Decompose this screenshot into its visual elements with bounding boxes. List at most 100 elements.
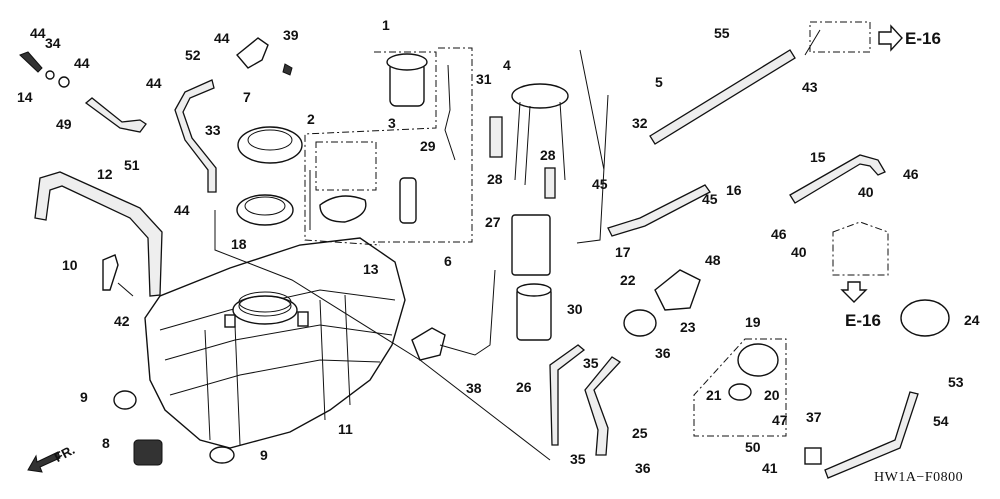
part-label[interactable]: 31 [476, 71, 492, 87]
vent-hose[interactable] [84, 97, 147, 133]
part-label[interactable]: 47 [772, 412, 788, 428]
part-label[interactable]: 51 [124, 157, 140, 173]
part-label[interactable]: 18 [231, 236, 247, 252]
pump-flange[interactable] [511, 83, 569, 109]
part-label[interactable]: 28 [487, 171, 503, 187]
fuel-return-line[interactable] [607, 184, 711, 237]
part-label[interactable]: 48 [705, 252, 721, 268]
part-label[interactable]: 11 [338, 421, 353, 437]
part-label[interactable]: 30 [567, 301, 583, 317]
breather-hose[interactable] [174, 79, 217, 193]
part-label[interactable]: 13 [363, 261, 379, 277]
part-label[interactable]: 21 [706, 387, 722, 403]
fuel-feed-line[interactable] [649, 49, 796, 145]
grommet[interactable] [133, 439, 163, 466]
part-label[interactable]: 46 [903, 166, 919, 182]
lock-ring[interactable] [237, 126, 303, 164]
part-label[interactable]: 17 [615, 244, 631, 260]
nut[interactable] [58, 76, 70, 88]
reference-link-e16[interactable]: E-16 [845, 311, 881, 330]
fuel-hose[interactable] [789, 154, 886, 204]
part-label[interactable]: 36 [635, 460, 651, 476]
part-label[interactable]: 6 [444, 253, 452, 269]
part-label[interactable]: 25 [632, 425, 648, 441]
fuel-filter[interactable] [319, 195, 367, 223]
cap-seal[interactable] [728, 383, 752, 401]
part-label[interactable]: 46 [771, 226, 787, 242]
part-label[interactable]: 53 [948, 374, 964, 390]
filler-hose[interactable] [584, 356, 622, 456]
part-label[interactable]: 16 [726, 182, 742, 198]
part-label[interactable]: 44 [146, 75, 162, 91]
part-label[interactable]: 15 [810, 149, 826, 165]
bracket[interactable] [102, 254, 119, 291]
bolt[interactable] [282, 63, 293, 76]
clip-holder[interactable] [804, 447, 822, 465]
drain-tube[interactable] [824, 391, 919, 479]
part-label[interactable]: 14 [17, 89, 33, 105]
part-label[interactable]: 34 [45, 35, 61, 51]
part-label[interactable]: 52 [185, 47, 201, 63]
filler-mouth[interactable] [900, 299, 950, 337]
part-label[interactable]: 7 [243, 89, 251, 105]
part-label[interactable]: 49 [56, 116, 72, 132]
part-label[interactable]: 44 [30, 25, 46, 41]
part-label[interactable]: 1 [382, 17, 390, 33]
part-label[interactable]: 36 [655, 345, 671, 361]
fuel-level-float[interactable] [411, 327, 446, 361]
part-label[interactable]: 8 [102, 435, 110, 451]
fuel-tank[interactable] [144, 237, 406, 449]
part-label[interactable]: 12 [97, 166, 113, 182]
filler-neck-joint[interactable] [654, 269, 701, 311]
tank-band[interactable] [34, 171, 163, 297]
part-label[interactable]: 37 [806, 409, 822, 425]
part-label[interactable]: 43 [802, 79, 818, 95]
plug-lower[interactable] [209, 446, 235, 464]
part-label[interactable]: 41 [762, 460, 778, 476]
part-label[interactable]: 44 [174, 202, 190, 218]
drain-bolt[interactable] [19, 51, 43, 73]
part-label[interactable]: 29 [420, 138, 436, 154]
part-label[interactable]: 40 [858, 184, 874, 200]
part-label[interactable]: 39 [283, 27, 299, 43]
part-label[interactable]: 55 [714, 25, 730, 41]
part-label[interactable]: 5 [655, 74, 663, 90]
tank-seal[interactable] [236, 194, 294, 226]
part-label[interactable]: 44 [74, 55, 90, 71]
part-label[interactable]: 23 [680, 319, 696, 335]
part-label[interactable]: 4 [503, 57, 511, 73]
part-label[interactable]: 26 [516, 379, 532, 395]
part-label[interactable]: 28 [540, 147, 556, 163]
filler-gasket[interactable] [623, 309, 657, 337]
filler-cap[interactable] [737, 343, 779, 377]
plug-upper[interactable] [113, 390, 137, 410]
part-label[interactable]: 35 [583, 355, 599, 371]
part-label[interactable]: 45 [592, 176, 608, 192]
part-label[interactable]: 9 [80, 389, 88, 405]
part-label[interactable]: 22 [620, 272, 636, 288]
filter-housing[interactable] [511, 214, 551, 276]
part-label[interactable]: 35 [570, 451, 586, 467]
part-label[interactable]: 33 [205, 122, 221, 138]
part-label[interactable]: 54 [933, 413, 949, 429]
part-label[interactable]: 38 [466, 380, 482, 396]
part-label[interactable]: 2 [307, 111, 315, 127]
part-label[interactable]: 3 [388, 115, 396, 131]
part-label[interactable]: 32 [632, 115, 648, 131]
part-label[interactable]: 40 [791, 244, 807, 260]
washer[interactable] [45, 70, 55, 80]
part-label[interactable]: 24 [964, 312, 980, 328]
part-label[interactable]: 27 [485, 214, 501, 230]
spring[interactable] [489, 116, 503, 158]
breather-hose-lower[interactable] [549, 344, 586, 446]
clip-pin[interactable] [117, 282, 134, 297]
part-label[interactable]: 50 [745, 439, 761, 455]
part-label[interactable]: 9 [260, 447, 268, 463]
part-label[interactable]: 45 [702, 191, 718, 207]
part-label[interactable]: 44 [214, 30, 230, 46]
part-label[interactable]: 42 [114, 313, 130, 329]
vent-valve[interactable] [236, 37, 269, 69]
part-label[interactable]: 20 [764, 387, 780, 403]
fuel-pump[interactable] [399, 177, 417, 224]
spring[interactable] [544, 167, 556, 199]
